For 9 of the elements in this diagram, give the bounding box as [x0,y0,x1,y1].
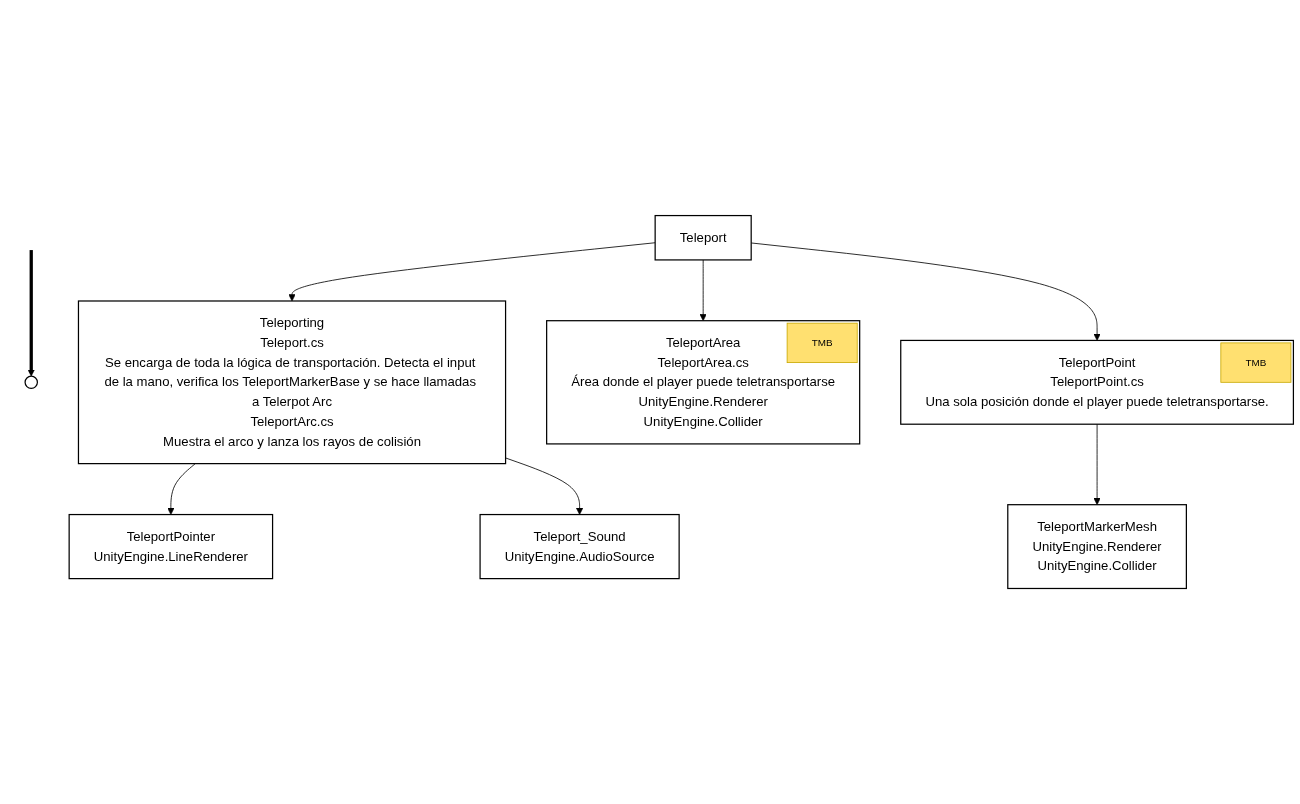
node-box: Teleporting Teleport.cs Se encarga de toda la lógica de transportación. Detecta el input de la mano, verifica los TeleportMarkerBase y se hace llamadas a Telerpot Arc TeleportArc.cs Muestra el arco y lanza los rayos de colisión [77,300,507,465]
node-box: Teleport [654,214,752,261]
node-box: Teleport_Sound UnityEngine.AudioSource [479,513,680,580]
arrow [27,250,35,377]
node-box: TeleportMarkerMesh UnityEngine.Renderer UnityEngine.Collider [1007,504,1187,590]
node-box: TMB [1220,342,1292,383]
node-box: TeleportPointer UnityEngine.LineRenderer [68,513,274,580]
node-box: TMB [786,322,858,363]
node-circle [24,375,38,390]
